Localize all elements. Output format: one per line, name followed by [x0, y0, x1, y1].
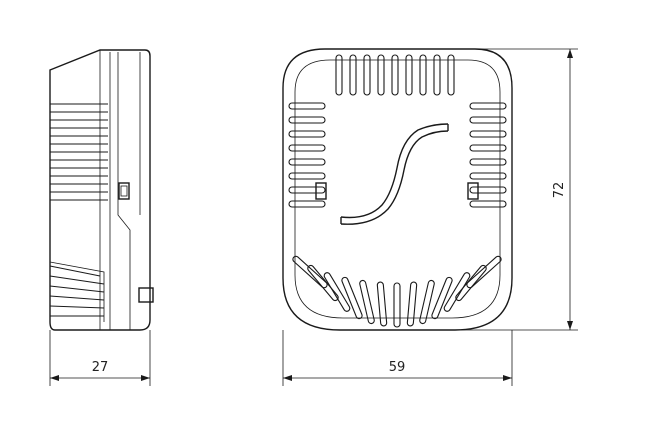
front-height-label: 72 — [552, 182, 567, 199]
top-vents — [335, 54, 455, 96]
front-width-dimension: 59 — [282, 330, 513, 386]
right-clip — [467, 182, 479, 200]
front-width-label: 59 — [389, 360, 406, 375]
side-upper-vents — [50, 103, 108, 201]
right-vents — [469, 102, 507, 208]
front-height-dimension: 72 — [455, 48, 578, 331]
left-clip — [315, 182, 327, 200]
side-view — [49, 49, 154, 331]
side-depth-label: 27 — [92, 360, 109, 375]
left-vents — [288, 102, 326, 208]
bottom-vents — [292, 255, 502, 328]
side-lower-vents — [49, 261, 105, 322]
sensor-wire — [340, 123, 449, 219]
side-depth-dimension: 27 — [49, 330, 151, 386]
front-view — [282, 48, 513, 331]
